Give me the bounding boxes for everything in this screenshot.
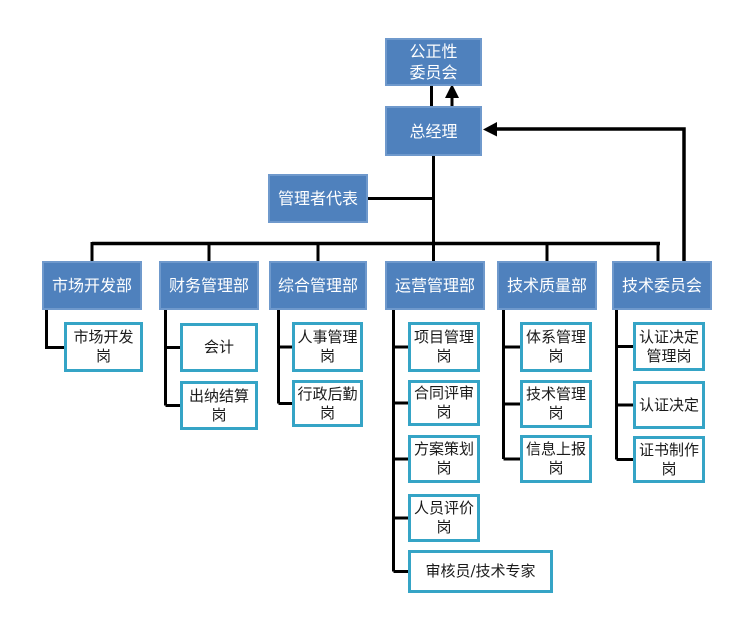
node-dept-market-development: 市场开发部 bbox=[42, 261, 142, 310]
node-pos-info-reporting: 信息上报岗 bbox=[520, 435, 592, 483]
node-dept-operations: 运营管理部 bbox=[385, 261, 485, 310]
col-general-admin bbox=[277, 310, 292, 405]
up-arrow-head-icon bbox=[445, 84, 459, 98]
node-pos-admin-logistics: 行政后勤岗 bbox=[292, 380, 363, 427]
node-pos-certificate-production: 证书制作岗 bbox=[633, 436, 705, 483]
node-pos-program-planning: 方案策划岗 bbox=[408, 435, 480, 483]
col-tech-quality bbox=[502, 310, 520, 461]
impartiality-committee-line2: 委员会 bbox=[409, 63, 458, 82]
col-tech-committee bbox=[615, 310, 633, 461]
node-pos-accountant: 会计 bbox=[180, 323, 258, 372]
node-dept-tech-committee: 技术委员会 bbox=[612, 261, 712, 310]
node-pos-hr-management: 人事管理岗 bbox=[292, 322, 363, 372]
col-operations bbox=[392, 310, 408, 573]
node-pos-cashier-settlement: 出纳结算岗 bbox=[180, 381, 258, 430]
node-dept-tech-quality: 技术质量部 bbox=[497, 261, 597, 310]
left-arrow-head-icon bbox=[483, 122, 497, 137]
impartiality-committee-line1: 公正性 bbox=[409, 42, 458, 61]
node-dept-general-admin: 综合管理部 bbox=[269, 261, 367, 310]
node-pos-market-dev-post: 市场开发岗 bbox=[64, 322, 143, 372]
col-market-dev bbox=[45, 310, 64, 349]
node-impartiality-committee: 公正性 委员会 bbox=[385, 38, 482, 86]
node-dept-finance: 财务管理部 bbox=[159, 261, 259, 310]
node-general-manager: 总经理 bbox=[385, 106, 482, 156]
node-pos-cert-decision-management: 认证决定管理岗 bbox=[633, 322, 705, 371]
node-pos-system-management: 体系管理岗 bbox=[520, 322, 592, 372]
node-management-representative: 管理者代表 bbox=[268, 174, 368, 223]
node-pos-tech-management: 技术管理岗 bbox=[520, 380, 592, 428]
node-pos-cert-decision: 认证决定 bbox=[633, 381, 705, 429]
node-pos-project-management: 项目管理岗 bbox=[408, 322, 480, 372]
node-pos-contract-review: 合同评审岗 bbox=[408, 380, 480, 426]
col-finance bbox=[164, 310, 180, 407]
node-pos-personnel-evaluation: 人员评价岗 bbox=[408, 494, 480, 542]
node-pos-auditor-expert: 审核员/技术专家 bbox=[408, 550, 553, 593]
feedback-arrow-line bbox=[496, 127, 686, 262]
